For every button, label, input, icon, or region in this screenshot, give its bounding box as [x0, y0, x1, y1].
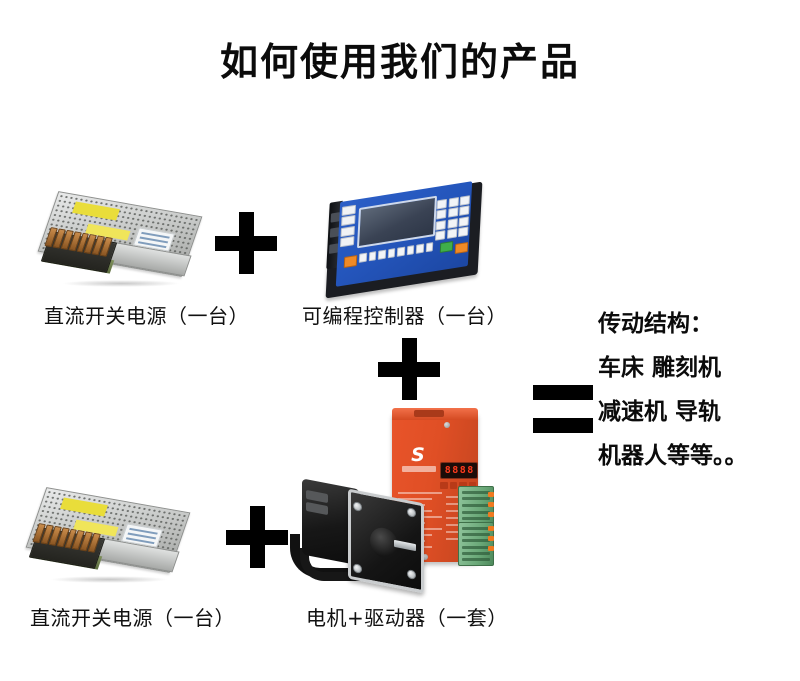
product-image-dc-power-supply-bottom: [25, 487, 191, 592]
driver-lever: [488, 512, 494, 517]
driver-top-notch: [414, 410, 444, 417]
driver-lever: [488, 546, 494, 551]
driver-screw-bottom: [422, 554, 428, 560]
result-line-2: 减速机 导轨: [598, 399, 722, 425]
caption-dc-power-supply-bottom: 直流开关电源（一台）: [30, 606, 235, 630]
result-line-3: 机器人等等。。: [598, 443, 748, 469]
plc-function-keys: [339, 204, 357, 248]
caption-programmable-controller: 可编程控制器（一台）: [302, 304, 507, 328]
psu-drop-shadow: [50, 576, 168, 583]
plc-orange-button: [454, 241, 469, 255]
driver-lever: [488, 526, 494, 531]
driver-setting-buttons: [440, 482, 476, 489]
plc-orange-button-left: [343, 254, 358, 269]
driver-lever: [488, 492, 494, 497]
driver-lever: [488, 536, 494, 541]
plc-numeric-keypad: [434, 195, 471, 241]
plus-sign-top: [215, 212, 277, 274]
driver-screw-top: [444, 422, 450, 428]
driver-brand-text: [402, 466, 436, 472]
driver-lever: [488, 502, 494, 507]
equals-sign: [533, 385, 593, 433]
motor-cable-secondary: [300, 548, 367, 581]
plus-sign-middle: [378, 338, 440, 400]
product-image-dc-power-supply-top: [37, 191, 203, 296]
caption-motor-and-driver: 电机+驱动器（一套）: [306, 606, 508, 630]
page-title: 如何使用我们的产品: [219, 40, 580, 84]
plc-green-button: [439, 240, 454, 254]
product-image-stepper-motor: [290, 462, 426, 594]
driver-terminal-connectors: [458, 486, 498, 566]
result-line-1: 车床 雕刻机: [598, 355, 722, 381]
plus-sign-bottom: [226, 506, 288, 568]
product-image-programmable-controller: [322, 181, 492, 299]
result-text-block: 传动结构： 车床 雕刻机 减速机 导轨 机器人等等。。: [598, 302, 798, 478]
caption-dc-power-supply-top: 直流开关电源（一台）: [44, 304, 249, 328]
psu-drop-shadow: [62, 280, 180, 287]
driver-brand-logo: S: [411, 444, 425, 466]
result-heading: 传动结构：: [598, 311, 713, 337]
